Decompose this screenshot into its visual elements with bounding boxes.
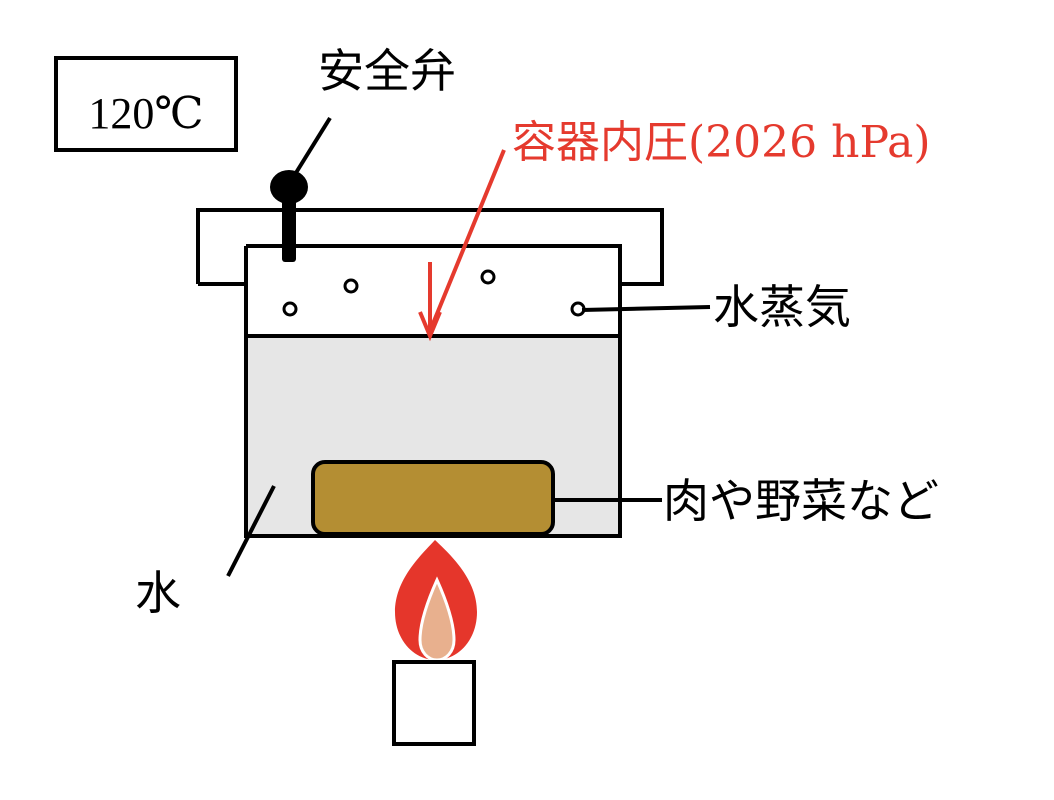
food-label: 肉や野菜など (663, 474, 939, 528)
water-label: 水 (135, 566, 181, 620)
steam-leader (581, 305, 711, 312)
safety-valve-label: 安全弁 (318, 44, 456, 98)
steam-bubbles (282, 269, 586, 317)
pressure-arrow (418, 149, 506, 342)
steam-bubble-icon (480, 269, 496, 285)
internal-pressure-label: 容器内圧(2026 hPa) (512, 117, 931, 168)
food-block (311, 460, 555, 536)
steam-bubble-icon (282, 301, 298, 317)
temperature-label: 120℃ (88, 89, 204, 138)
temperature-box (54, 56, 238, 152)
safety-valve-icon (270, 170, 308, 262)
flame-icon (395, 540, 477, 662)
steam-bubble-icon (343, 278, 359, 294)
steam-label: 水蒸気 (713, 280, 851, 334)
water-leader (226, 485, 276, 577)
safety-valve-leader (292, 116, 332, 178)
cooker-lid (196, 208, 664, 286)
burner-icon (392, 660, 476, 746)
